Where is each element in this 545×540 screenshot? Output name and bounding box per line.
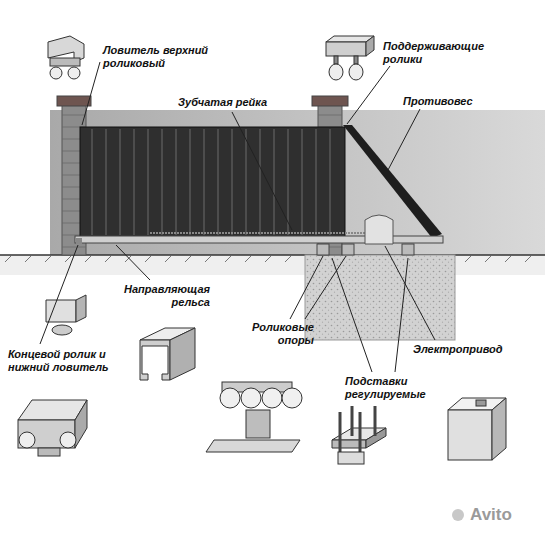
support-rollers-icon bbox=[326, 36, 374, 80]
fence-wall bbox=[50, 110, 545, 255]
toothed-rack bbox=[150, 232, 365, 234]
adjustable-base-icon bbox=[332, 406, 386, 464]
gate-motor bbox=[365, 215, 393, 244]
supports bbox=[317, 244, 414, 255]
concrete-foundation bbox=[305, 255, 455, 340]
part-label: Концевой ролик и нижний ловитель bbox=[8, 348, 120, 374]
part-label: Противовес bbox=[403, 95, 503, 108]
part-label: Ловитель верхний роликовый bbox=[103, 44, 215, 70]
part-label: Поддерживающие ролики bbox=[383, 40, 498, 66]
part-label: Электропривод bbox=[413, 343, 523, 356]
part-label: Направляющая рельса bbox=[98, 283, 210, 309]
sliding-gate bbox=[75, 125, 443, 244]
roller-carriage-icon bbox=[206, 382, 302, 452]
watermark-dot bbox=[452, 509, 464, 521]
motor-icon bbox=[448, 398, 506, 460]
upper-catcher-icon bbox=[48, 36, 84, 79]
part-label: Роликовые опоры bbox=[232, 321, 314, 347]
end-roller-icon bbox=[46, 295, 86, 335]
ground bbox=[0, 255, 545, 275]
brick-pillars bbox=[57, 96, 348, 255]
watermark: Avito bbox=[470, 505, 540, 525]
lower-catcher-icon bbox=[18, 400, 87, 456]
leader-lines bbox=[40, 62, 435, 372]
part-label: Зубчатая рейка bbox=[178, 96, 298, 109]
part-label: Подставки регулируемые bbox=[345, 375, 435, 401]
rail-profile-icon bbox=[140, 328, 195, 380]
